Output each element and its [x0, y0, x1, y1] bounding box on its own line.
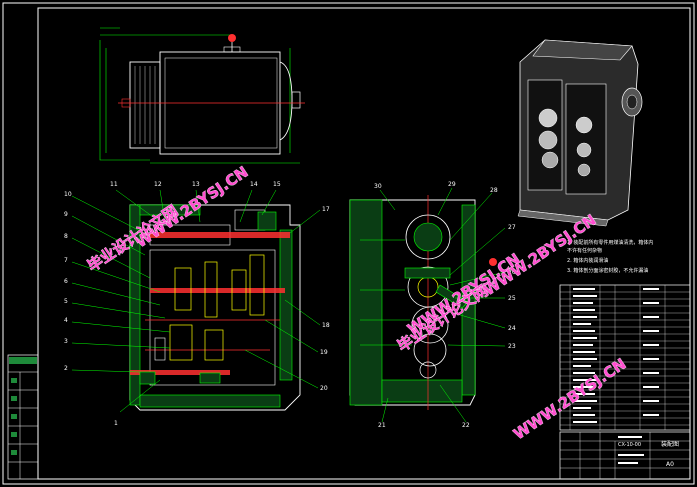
tech-note-2: 2. 箱体内装润滑油 [567, 257, 608, 264]
drawing-code: CX-10-00 [618, 442, 641, 448]
tech-note-3: 3. 箱体剖分面涂密封胶，不允许漏油 [567, 267, 648, 274]
parts-list [559, 284, 691, 431]
part-number-25: 25 [508, 295, 516, 302]
isometric-view [517, 39, 643, 227]
watermark-site-3: WWW.2BYSJ.CN [480, 211, 599, 300]
part-number-29: 29 [448, 181, 456, 188]
side-strip [7, 354, 39, 480]
part-number-19: 19 [320, 349, 328, 356]
part-number-20: 20 [320, 385, 328, 392]
part-number-28: 28 [490, 187, 498, 194]
part-number-24: 24 [508, 325, 516, 332]
title-block [559, 431, 691, 480]
part-number-7: 7 [64, 257, 68, 264]
part-number-9: 9 [64, 211, 68, 218]
part-number-5: 5 [64, 298, 68, 305]
part-number-18: 18 [322, 322, 330, 329]
part-number-4: 4 [64, 317, 68, 324]
part-number-12: 12 [154, 181, 162, 188]
part-number-6: 6 [64, 278, 68, 285]
part-number-17: 17 [322, 206, 330, 213]
drawing-name: 装配图 [661, 440, 679, 448]
part-number-15: 15 [273, 181, 281, 188]
part-number-30: 30 [374, 183, 382, 190]
front-section-view [71, 189, 321, 413]
part-number-2: 2 [64, 365, 68, 372]
part-number-23: 23 [508, 343, 516, 350]
part-number-8: 8 [64, 233, 68, 240]
drawing-scale: A0 [666, 461, 674, 468]
part-number-27: 27 [508, 224, 516, 231]
top-view [99, 27, 305, 164]
part-number-21: 21 [378, 422, 386, 429]
tech-note-1: 1. 装配前所有零件用煤油清洗，箱体内 [567, 239, 653, 246]
part-number-10: 10 [64, 191, 72, 198]
side-section-view [349, 187, 506, 423]
part-number-11: 11 [110, 181, 118, 188]
part-number-22: 22 [462, 422, 470, 429]
part-number-3: 3 [64, 338, 68, 345]
tech-note-1b: 不许有任何杂物 [567, 247, 602, 254]
part-number-14: 14 [250, 181, 258, 188]
part-number-1: 1 [114, 420, 118, 427]
part-number-26: 26 [508, 269, 516, 276]
inner-frame [37, 7, 691, 480]
part-number-13: 13 [192, 181, 200, 188]
